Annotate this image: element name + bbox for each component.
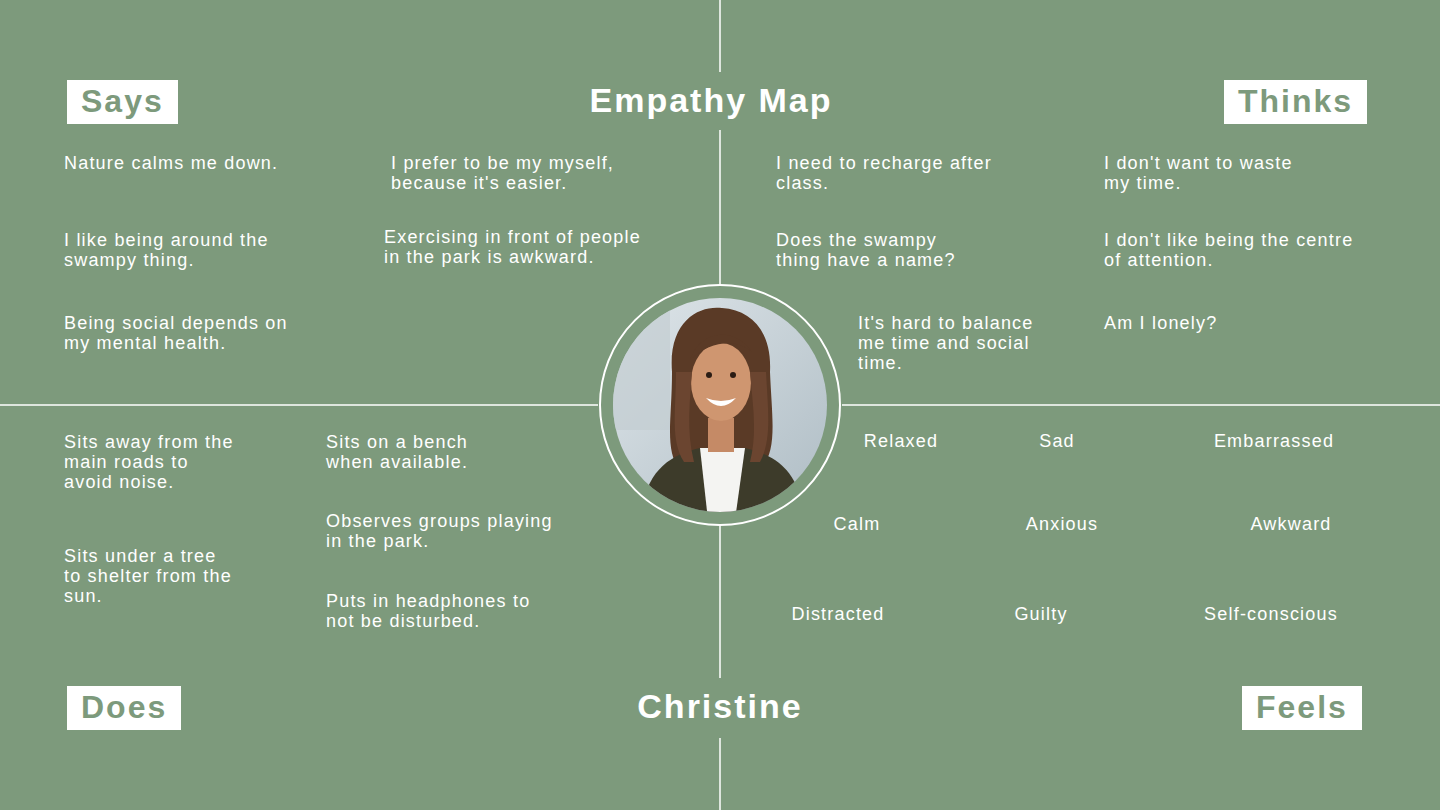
quadrant-note: I don't want to waste my time.	[1104, 153, 1296, 193]
quadrant-note: Sits away from the main roads to avoid n…	[64, 432, 240, 492]
tag-text: Thinks	[1238, 84, 1353, 119]
quadrant-note: It's hard to balance me time and social …	[858, 313, 1050, 373]
feeling-word: Calm	[834, 514, 881, 534]
feeling-word: Embarrassed	[1214, 431, 1334, 451]
feeling-word: Anxious	[1026, 514, 1098, 534]
quadrant-note: I don't like being the centre of attenti…	[1104, 230, 1366, 270]
quadrant-note: Sits on a bench when available.	[326, 432, 518, 472]
tag-text: Does	[81, 690, 167, 725]
tag-text: Feels	[1256, 690, 1348, 725]
quadrant-note: Sits under a tree to shelter from the su…	[64, 546, 240, 606]
quadrant-note: I like being around the swampy thing.	[64, 230, 289, 270]
quadrant-note: Being social depends on my mental health…	[64, 313, 304, 353]
feeling-word: Awkward	[1250, 514, 1331, 534]
quadrant-note: Am I lonely?	[1104, 313, 1354, 333]
quadrant-tag: Thinks	[1224, 80, 1367, 124]
quadrant-note: Nature calms me down.	[64, 153, 364, 173]
quadrant-tag: Does	[67, 686, 181, 730]
feeling-word: Guilty	[1014, 604, 1067, 624]
quadrant-note: I prefer to be my myself, because it's e…	[391, 153, 691, 193]
tag-text: Says	[81, 84, 164, 119]
quadrant-note: I need to recharge after class.	[776, 153, 1001, 193]
persona-name: Christine	[637, 687, 802, 726]
quadrant-note: Does the swampy thing have a name?	[776, 230, 986, 270]
feeling-word: Self-conscious	[1204, 604, 1338, 624]
photo-ring	[600, 285, 840, 525]
quadrant-tag: Feels	[1242, 686, 1362, 730]
quadrant-note: Puts in headphones to not be disturbed.	[326, 591, 552, 631]
feeling-word: Relaxed	[864, 431, 938, 451]
feeling-word: Sad	[1039, 431, 1075, 451]
feeling-word: Distracted	[791, 604, 884, 624]
portrait-photo	[610, 295, 830, 520]
quadrant-note: Observes groups playing in the park.	[326, 511, 564, 551]
quadrant-note: Exercising in front of people in the par…	[384, 227, 646, 267]
quadrant-tag: Says	[67, 80, 178, 124]
map-title: Empathy Map	[589, 81, 832, 120]
